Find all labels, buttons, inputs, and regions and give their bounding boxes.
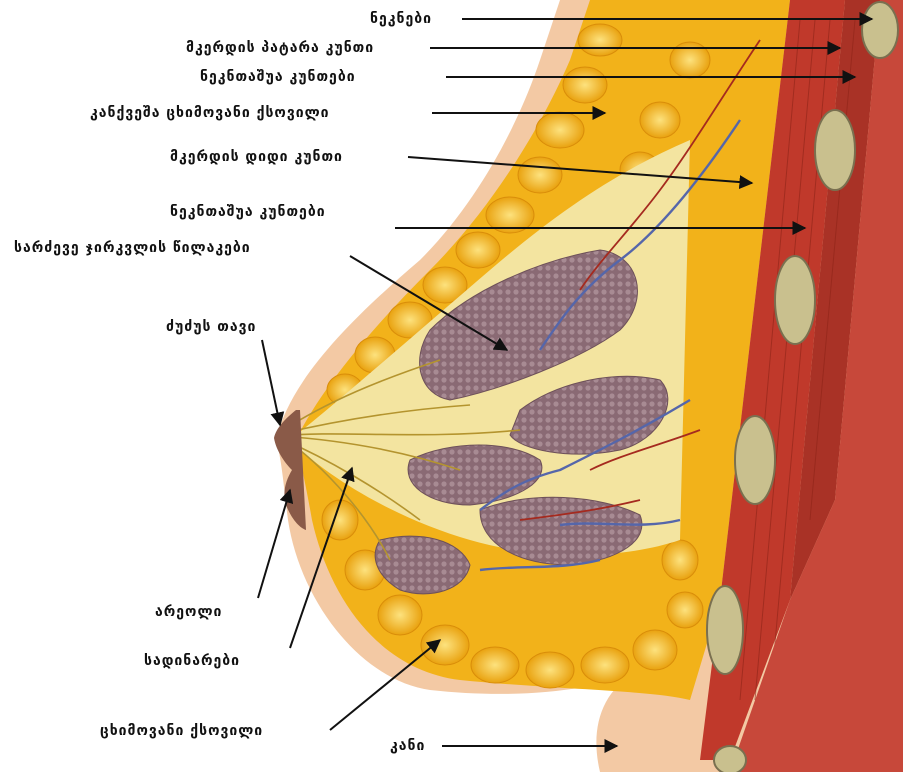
label-pectoralis-major: მკერდის დიდი კუნთი [170, 148, 343, 166]
label-intercostal-muscles-mid: ნეკნთაშუა კუნთები [170, 203, 326, 221]
areola-leader [258, 490, 290, 598]
label-fatty-tissue: ცხიმოვანი ქსოვილი [100, 722, 263, 740]
label-areola: არეოლი [155, 603, 222, 621]
label-lobules: სარძევე ჯირკვლის წილაკები [14, 239, 251, 257]
label-ducts: სადინარები [144, 652, 240, 670]
label-intercostal-muscles-top: ნეკნთაშუა კუნთები [200, 68, 356, 86]
label-ribs: ნეკნები [370, 10, 432, 28]
label-pectoralis-minor: მკერდის პატარა კუნთი [186, 39, 374, 57]
nipple-leader [262, 340, 280, 425]
label-skin: კანი [390, 737, 425, 755]
label-retromammary-fat: კანქვეშა ცხიმოვანი ქსოვილი [90, 104, 330, 122]
label-nipple: ძუძუს თავი [166, 318, 256, 336]
